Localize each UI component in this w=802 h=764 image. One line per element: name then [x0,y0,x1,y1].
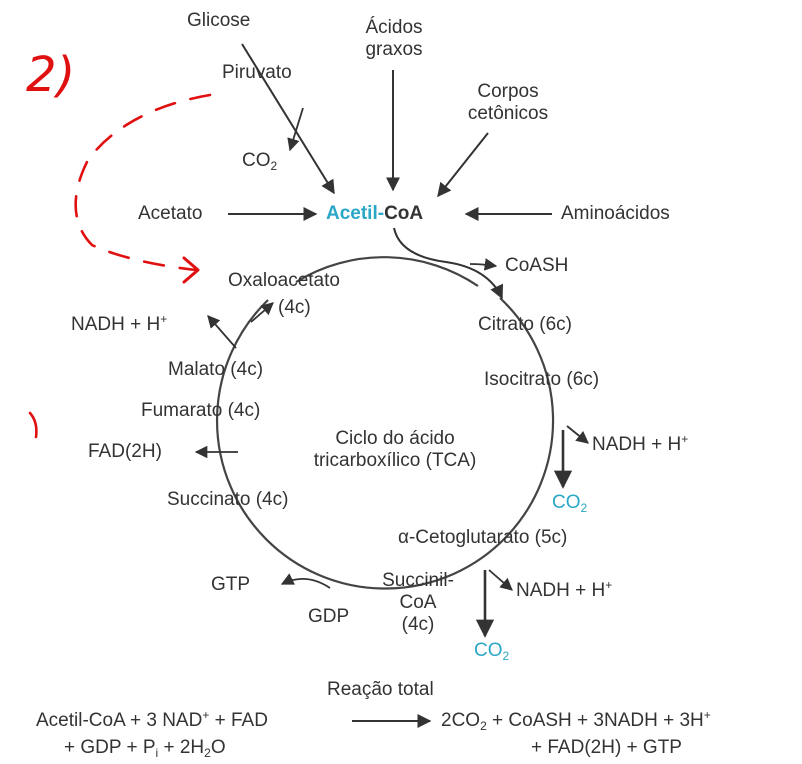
label-oxaloacetato-c: (4c) [278,297,311,318]
label-malato: Malato (4c) [168,359,264,380]
arrow-nadh-1 [566,425,589,444]
label-acetil-coa: Acetil-CoA [326,203,424,224]
label-cetoglutarato: α-Cetoglutarato (5c) [398,527,568,548]
arrow-acetilcoa-to-cycle [393,227,504,300]
label-nadh-3: NADH + H+ [71,312,168,335]
label-oxaloacetato: Oxaloacetato [228,270,340,291]
label-fumarato: Fumarato (4c) [141,400,261,421]
label-glicose: Glicose [187,10,251,31]
cycle-arc-top [295,256,479,287]
handwritten-arrowhead [182,256,200,284]
arrow-corpos-cetonicos [437,132,489,198]
handwritten-dashed-arrow [74,93,212,272]
arrow-nadh-2 [488,569,513,591]
label-nadh-2: NADH + H+ [516,578,613,601]
label-succinato: Succinato (4c) [167,489,289,510]
label-coash: CoASH [505,255,569,276]
arrow-gtp [280,573,331,589]
reaction-left-line-2: + GDP + Pi + 2H2O [64,737,226,760]
label-succinil-coa: Succinil-CoA(4c) [382,570,454,635]
arrow-to-co2 [287,107,304,152]
label-isocitrato: Isocitrato (6c) [484,369,600,390]
label-aminoacidos: Aminoácidos [561,203,670,224]
reaction-right-line-2: + FAD(2H) + GTP [531,737,682,758]
reaction-left-line-1: Acetil-CoA + 3 NAD+ + FAD [36,708,268,731]
arrow-to-coash [469,258,498,271]
label-fad2h: FAD(2H) [88,441,162,462]
label-co2-2: CO2 [474,640,510,663]
label-co2-1: CO2 [552,492,588,515]
arrow-glicose-acetilcoa [241,43,335,195]
label-citrato: Citrato (6c) [478,314,572,335]
label-gtp: GTP [211,574,251,595]
cycle-arc-main [215,297,555,590]
label-co2-piruvato: CO2 [242,150,278,173]
label-nadh-1: NADH + H+ [592,432,689,455]
label-piruvato: Piruvato [222,62,292,83]
arrow-to-oxaloacetato [250,302,274,323]
arrow-nadh-3 [207,315,237,349]
reaction-right-line-1: 2CO2 + CoASH + 3NADH + 3H+ [441,708,711,733]
handwritten-tick [28,411,38,439]
label-gdp: GDP [308,606,350,627]
label-acetato: Acetato [138,203,203,224]
handwritten-mark: 2) [26,47,76,103]
reaction-title: Reação total [327,679,434,700]
